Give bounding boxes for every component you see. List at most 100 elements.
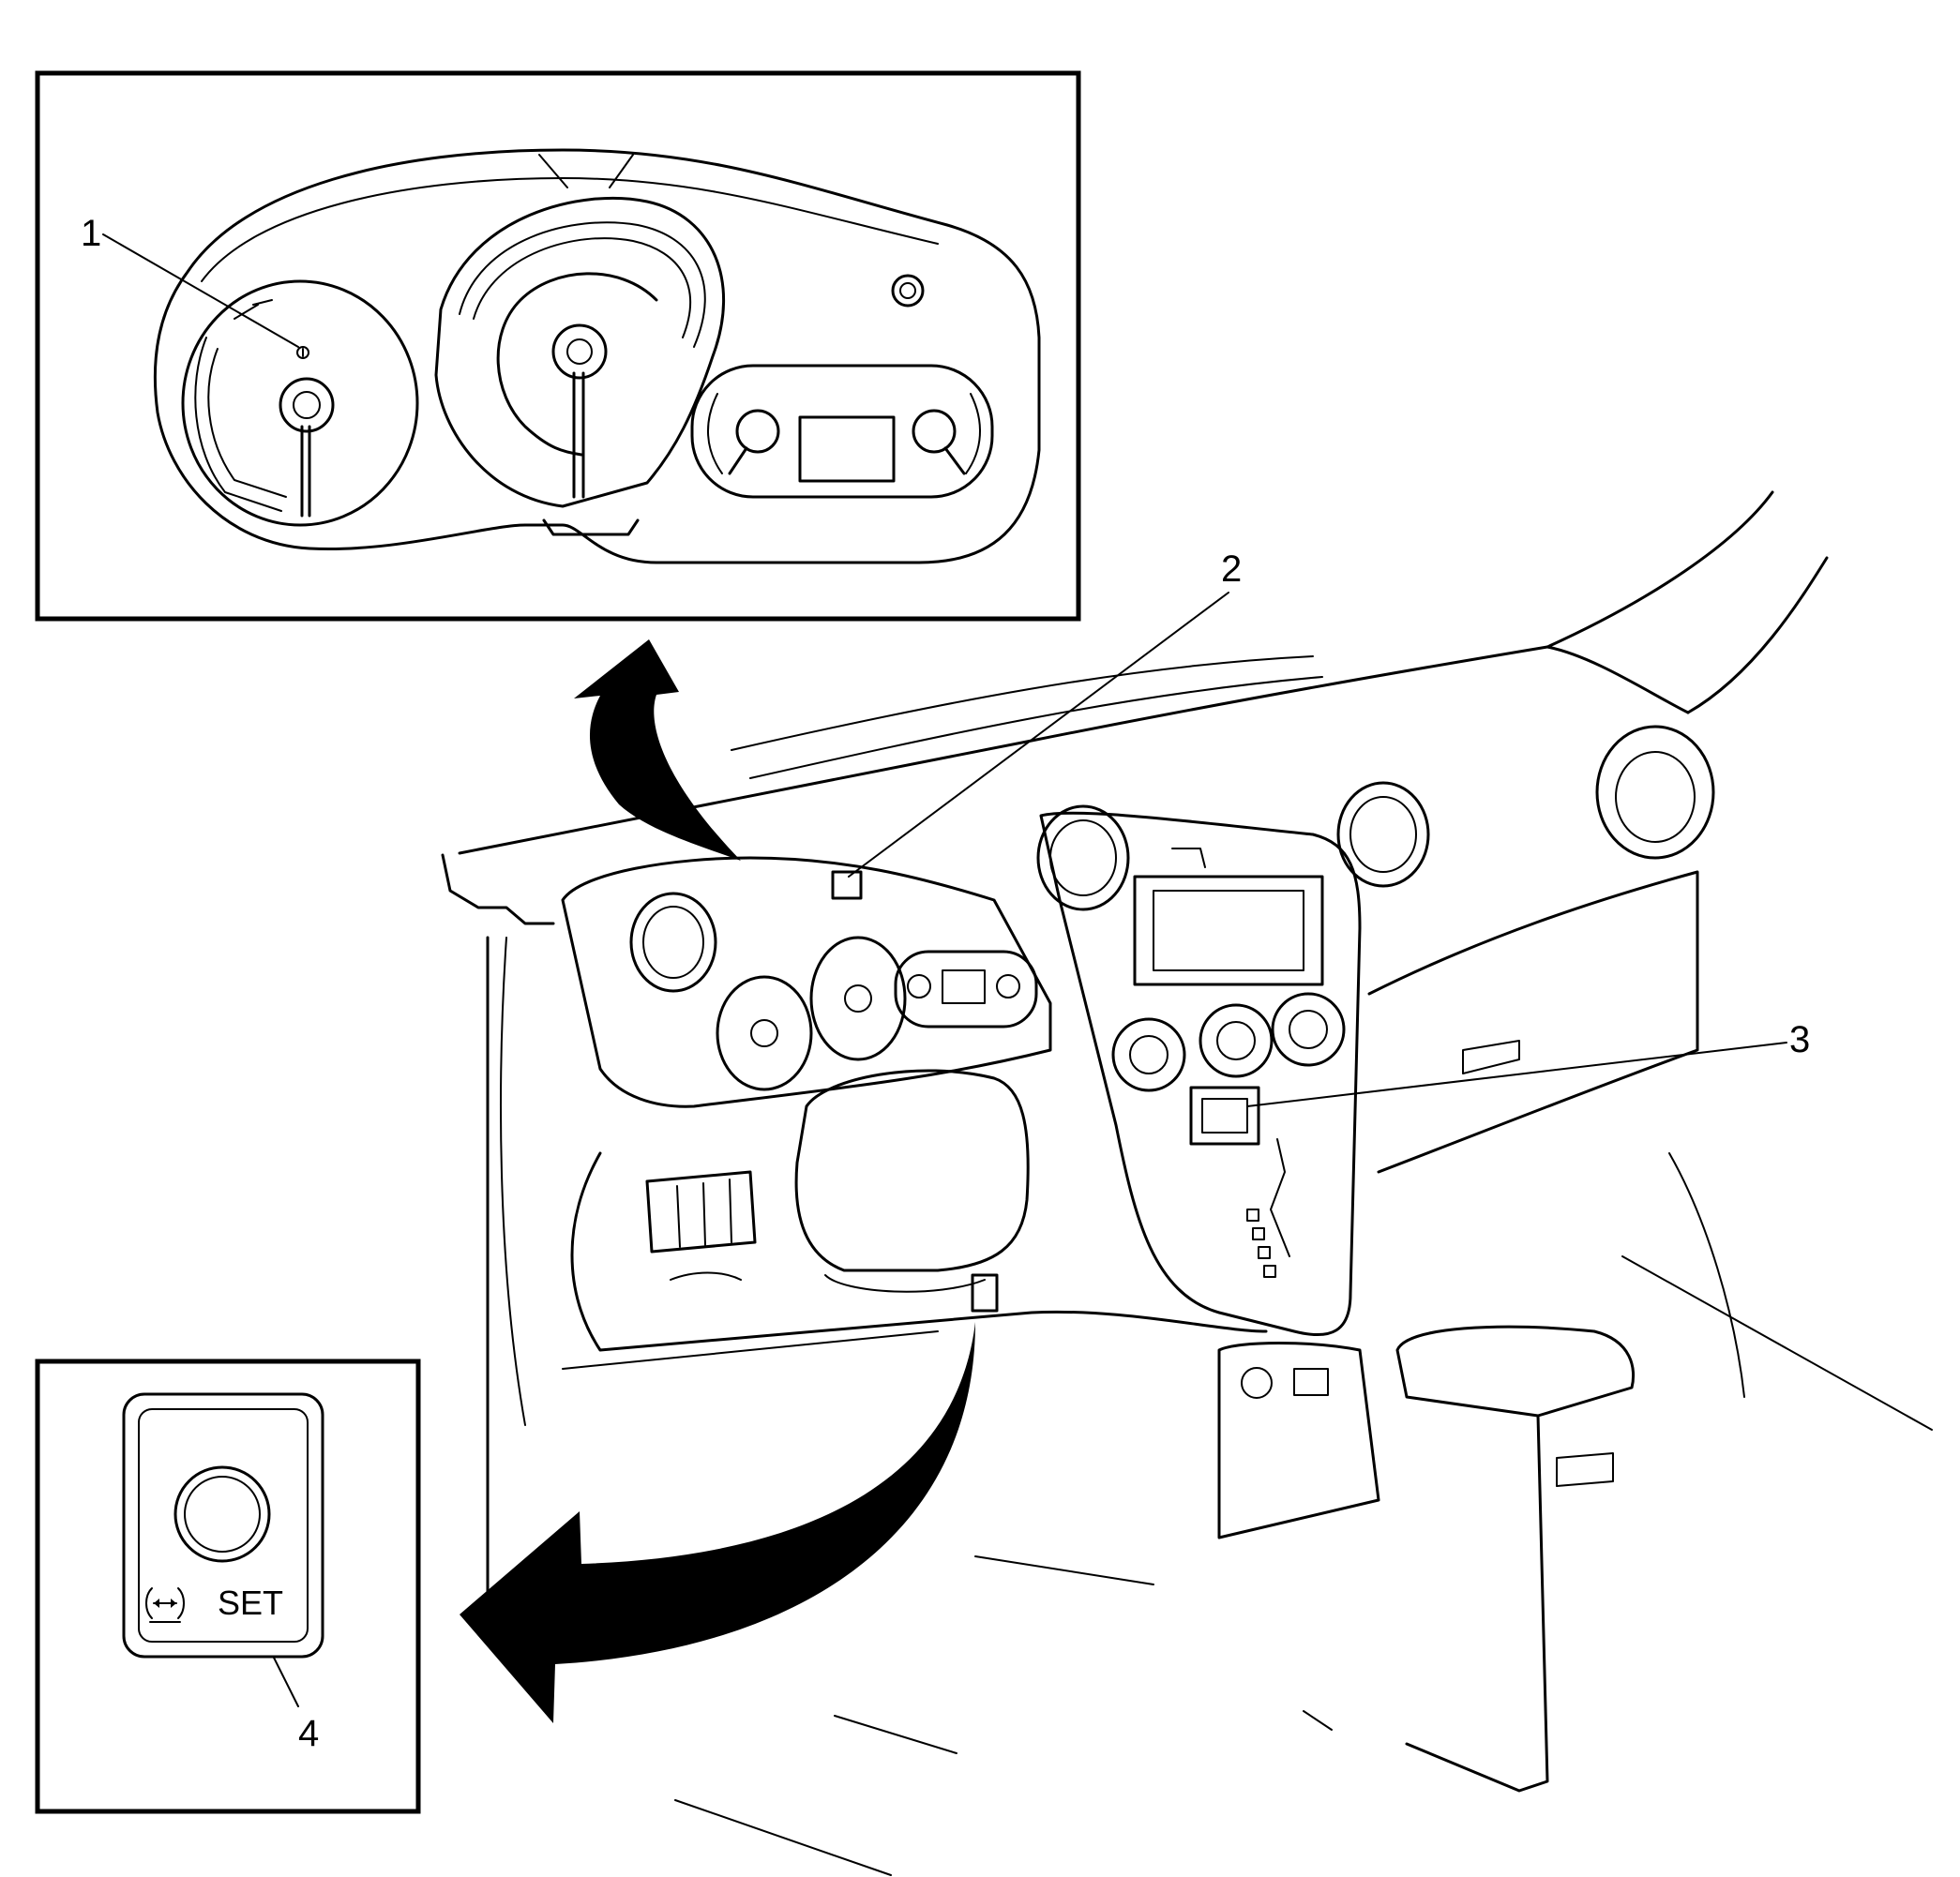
left-lower-vent: [670, 1271, 742, 1281]
right-subcluster: [690, 364, 994, 499]
dash-left-gauge: [716, 975, 813, 1091]
dash-left-gauge-hub: [750, 1019, 778, 1047]
shift-indicator-2: [1252, 1227, 1265, 1240]
left-gauge-hub: [279, 377, 335, 433]
tpms-switch-bezel: [122, 1392, 324, 1659]
console-power-outlet: [1241, 1367, 1273, 1399]
a-pillar-right-2: [1686, 556, 1829, 714]
armrest-handle: [1556, 1452, 1614, 1487]
temp-gauge-hub: [912, 409, 957, 454]
floor-line-5: [1621, 1255, 1933, 1431]
center-gauge-scale-outer: [459, 221, 706, 348]
cluster-hood-line: [201, 177, 939, 282]
center-gauge-bezel: [434, 196, 726, 508]
center-gauge-arc: [496, 272, 658, 457]
trip-reset-knob: [891, 274, 925, 308]
left-gauge-scale: [194, 337, 282, 512]
right-subcluster-frame: [690, 364, 994, 499]
shift-indicator-4: [1263, 1265, 1276, 1278]
instrument-hood: [561, 856, 1052, 1108]
tire-pressure-icon: [145, 1587, 185, 1623]
center-vent-right-inner: [1349, 796, 1417, 873]
tpms-warning-lamp-icon: [296, 346, 309, 359]
cluster-connector: [831, 870, 863, 900]
dash-fuel-hub: [907, 974, 931, 999]
dash-odometer: [942, 969, 986, 1004]
callout-3-leader: [1246, 1042, 1787, 1107]
center-vent-left: [1036, 804, 1130, 911]
temp-gauge-scale: [965, 393, 981, 474]
radio-display: [1153, 890, 1304, 971]
steering-column-shroud: [824, 1274, 986, 1293]
dashboard-main: 2 3: [441, 490, 1933, 1876]
center-gauge: [434, 196, 726, 508]
fuel-gauge-scale: [707, 393, 723, 474]
glovebox-handle: [1462, 1040, 1520, 1074]
left-switch-bank: [645, 1170, 757, 1254]
callout-2-leader: [848, 592, 1229, 878]
lower-dash-line: [570, 1151, 1268, 1352]
radio-unit: [1133, 875, 1324, 986]
switch-divider-2: [702, 1182, 706, 1246]
center-gauge-hub: [551, 323, 608, 380]
shifter-gate: [1270, 1138, 1290, 1257]
left-gauge-scale-inner: [207, 348, 287, 498]
cluster-housing: [153, 148, 1041, 564]
temp-gauge-needle: [943, 446, 966, 475]
shift-indicator-3: [1258, 1246, 1271, 1259]
arrow-to-button-inset: [460, 1322, 975, 1723]
center-gauge-hub-cap: [566, 338, 593, 365]
switch-divider-1: [676, 1185, 681, 1248]
hvac-knob-right-center: [1289, 1010, 1328, 1049]
fuel-gauge-needle: [728, 446, 748, 475]
tpms-set-button-inner: [184, 1476, 261, 1553]
callout-4-label: 4: [298, 1713, 319, 1754]
left-gauge-hub-cap: [293, 391, 321, 419]
left-vent-inner: [642, 906, 704, 979]
defroster-line: [731, 655, 1314, 751]
hazard-switch: [1171, 848, 1206, 868]
callout-3-label: 3: [1789, 1019, 1810, 1060]
floor-line-2: [834, 1715, 957, 1754]
hvac-knob-left-center: [1129, 1035, 1168, 1074]
passenger-dash-panel: [1367, 870, 1699, 1174]
console-base: [1217, 1342, 1380, 1539]
hvac-knob-right: [1271, 992, 1346, 1067]
lower-trim-line: [562, 1330, 939, 1370]
odometer-display: [798, 415, 896, 483]
left-gauge-bezel: [181, 279, 419, 527]
arrow-to-cluster-inset: [574, 639, 741, 861]
tpms-switch-in-dash-face: [1201, 1098, 1248, 1134]
callout-1-leader: [102, 233, 299, 348]
tpms-button-inset: SET 4: [35, 1359, 421, 1814]
door-edge-line: [1668, 1152, 1745, 1398]
steering-wheel-hub: [794, 1069, 1030, 1272]
left-gauge-needle: [300, 425, 311, 518]
tpms-switch-in-dash: [1189, 1086, 1260, 1146]
dash-center-gauge-hub: [844, 984, 872, 1013]
inset-frame-bottom: [35, 1359, 421, 1814]
fuel-gauge-hub: [735, 409, 780, 454]
center-gauge-scale-inner: [473, 237, 691, 338]
left-vent: [629, 892, 717, 993]
tpms-switch-face: [138, 1408, 309, 1643]
tpms-set-button: [173, 1465, 271, 1563]
floor-line-4: [1303, 1710, 1333, 1731]
dash-center-gauge: [809, 936, 907, 1061]
lower-connector: [971, 1273, 999, 1313]
left-gauge-ticks: [234, 299, 273, 320]
right-vent-inner: [1615, 751, 1696, 843]
cluster-bottom-tab: [542, 518, 640, 536]
tpms-set-label: SET: [218, 1584, 283, 1622]
shift-indicator-1: [1246, 1209, 1259, 1222]
hood-marks: [538, 154, 634, 188]
center-vent-right: [1336, 781, 1430, 888]
center-vent-left-inner: [1049, 819, 1117, 896]
trip-reset-knob-center: [899, 282, 916, 299]
armrest-lid: [1395, 1325, 1636, 1418]
dash-left-cap: [441, 853, 555, 925]
instrument-cluster-inset: 1: [35, 70, 1081, 622]
right-vent: [1595, 725, 1715, 860]
floor-line-3: [974, 1555, 1154, 1585]
